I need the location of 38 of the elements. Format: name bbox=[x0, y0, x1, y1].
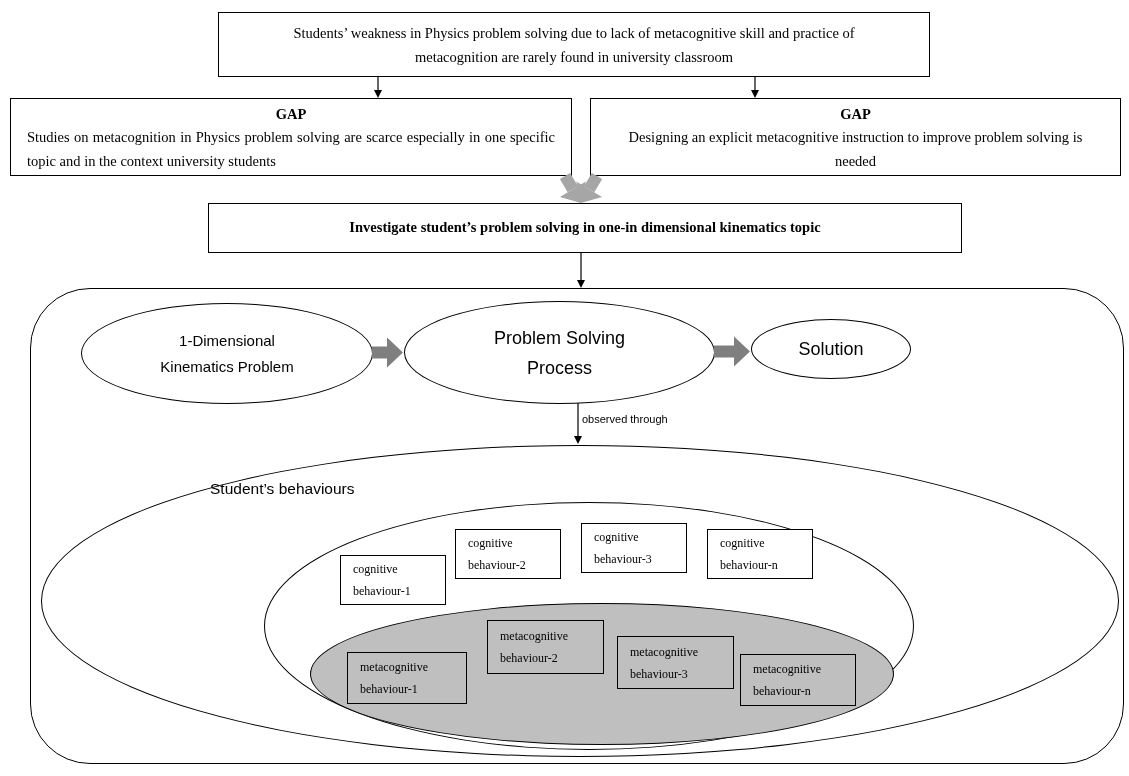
arrow bbox=[577, 252, 585, 288]
behaviour-text: metacognitive behaviour-2 bbox=[500, 628, 569, 667]
block-arrow bbox=[576, 172, 603, 203]
arrow bbox=[751, 76, 759, 98]
cognitive-box bbox=[340, 555, 446, 605]
gap-text: Designing an explicit metacognitive instruction to improve problem solving is needed bbox=[627, 128, 1084, 171]
metacognitive-box bbox=[487, 620, 604, 674]
arrow bbox=[374, 76, 382, 98]
statement-text: Students’ weakness in Physics problem solving due to lack of metacognitive skill and practice of metacognition are rarely found in university classroom bbox=[292, 23, 856, 67]
block-arrow bbox=[372, 337, 403, 368]
ellipse-heading: Student’s behaviours bbox=[210, 480, 355, 498]
behaviour-text: cognitive behaviour-3 bbox=[594, 529, 653, 568]
behaviour-text: cognitive behaviour-2 bbox=[468, 535, 527, 574]
behaviour-text: cognitive behaviour-1 bbox=[353, 561, 412, 600]
arrow bbox=[574, 402, 582, 444]
gap-box bbox=[590, 98, 1121, 176]
gap-heading: GAP bbox=[275, 105, 307, 124]
metacognitive-box bbox=[347, 652, 467, 704]
rounded-frame bbox=[30, 288, 1124, 764]
gap-text: Studies on metacognition in Physics problem solving are scarce especially in one specific topic and in the context university students bbox=[27, 128, 555, 171]
ellipse-text: Solution bbox=[798, 338, 864, 361]
research-box bbox=[208, 203, 962, 253]
metacognitive-box bbox=[617, 636, 734, 689]
behaviour-text: metacognitive behaviour-3 bbox=[630, 643, 699, 683]
cognitive-box bbox=[455, 529, 561, 579]
cognitive-box bbox=[707, 529, 813, 579]
metacognitive-box bbox=[740, 654, 856, 706]
gap-heading: GAP bbox=[840, 105, 871, 124]
research-text: Investigate student’s problem solving in one-in dimensional kinematics topic bbox=[349, 218, 821, 238]
block-arrow bbox=[714, 336, 750, 367]
ellipse-text: Problem Solving Process bbox=[492, 326, 627, 380]
statement-box bbox=[218, 12, 930, 77]
gap-box bbox=[10, 98, 572, 176]
cognitive-box bbox=[581, 523, 687, 573]
ellipse-text: 1-Dimensional Kinematics Problem bbox=[159, 330, 295, 377]
behaviour-text: metacognitive behaviour-n bbox=[753, 661, 822, 700]
behaviour-text: cognitive behaviour-n bbox=[720, 535, 779, 574]
behaviour-text: metacognitive behaviour-1 bbox=[360, 659, 429, 698]
